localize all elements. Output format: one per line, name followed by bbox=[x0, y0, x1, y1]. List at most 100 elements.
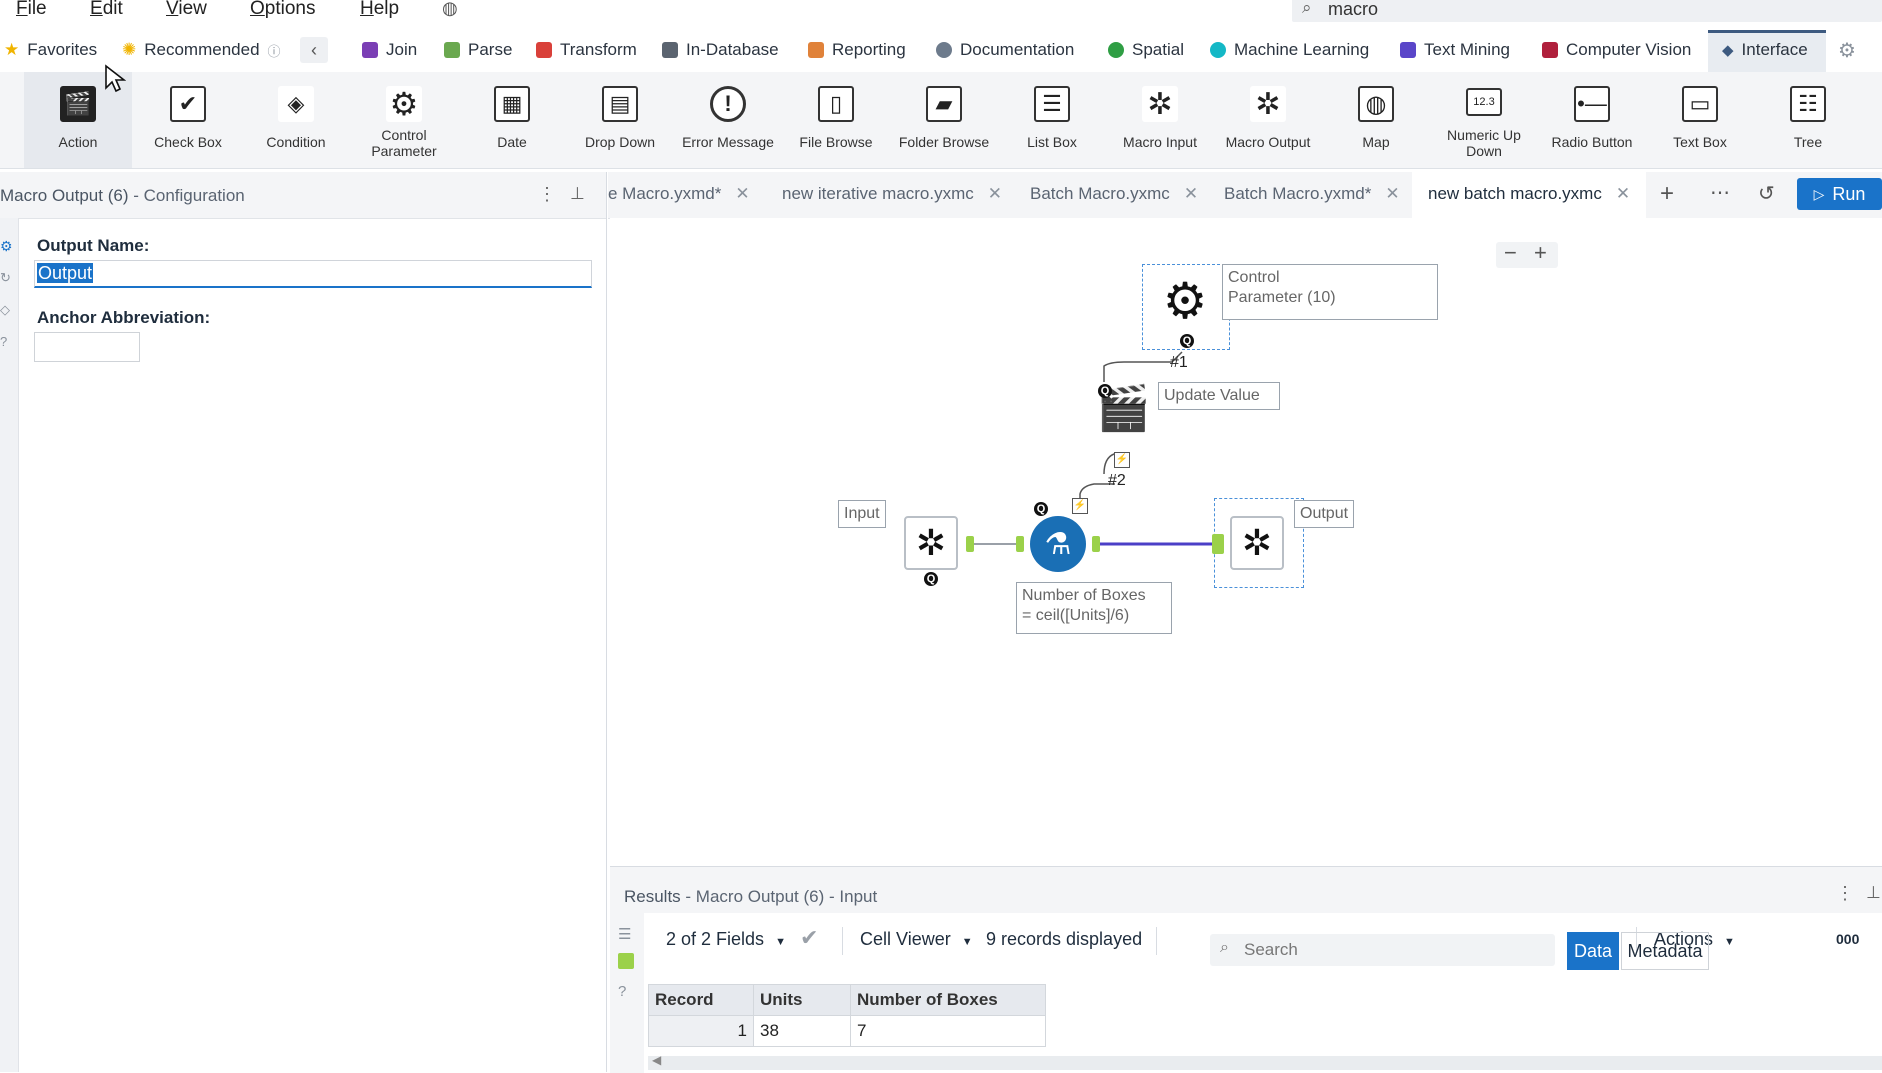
tool-control-parameter[interactable]: ⚙ Control Parameter bbox=[350, 72, 458, 168]
cell-record[interactable]: 1 bbox=[648, 1015, 754, 1047]
run-button[interactable]: ▷ Run bbox=[1797, 178, 1882, 210]
menu-options[interactable]: Options bbox=[250, 0, 316, 19]
category-transform[interactable]: Transform bbox=[536, 40, 637, 60]
zoom-in-icon[interactable]: + bbox=[1534, 240, 1547, 265]
control-parameter-tool[interactable]: ⚙ bbox=[1158, 274, 1212, 328]
cell-units[interactable]: 38 bbox=[753, 1015, 851, 1047]
list-icon[interactable]: ☰ bbox=[618, 926, 632, 943]
more-options-icon[interactable]: ⋮ bbox=[538, 184, 556, 204]
tool-check-box[interactable]: ✔ Check Box bbox=[134, 72, 242, 168]
tool-text-box[interactable]: ▭ Text Box bbox=[1646, 72, 1754, 168]
question-anchor-icon[interactable]: Q bbox=[1034, 502, 1048, 516]
tool-numeric-up-down[interactable]: 12.3 Numeric Up Down bbox=[1430, 72, 1538, 168]
column-header-units[interactable]: Units bbox=[753, 984, 851, 1016]
category-documentation[interactable]: Documentation bbox=[936, 40, 1074, 60]
actions-dropdown[interactable]: Actions ▼ bbox=[1654, 929, 1735, 950]
macro-input-tool[interactable]: ✲ bbox=[904, 516, 958, 570]
checkmark-icon[interactable]: ✔ bbox=[800, 925, 819, 950]
tab-new-batch-macro[interactable]: new batch macro.yxmc✕ bbox=[1412, 172, 1647, 218]
help-icon[interactable]: ? bbox=[618, 983, 627, 1000]
metadata-button[interactable]: Metadata bbox=[1621, 932, 1709, 970]
category-text-mining[interactable]: Text Mining bbox=[1400, 40, 1510, 60]
fields-dropdown[interactable]: 2 of 2 Fields ▼ bbox=[666, 929, 786, 950]
pin-icon[interactable]: ⊥ bbox=[570, 184, 585, 203]
global-search-input[interactable]: ⌕ macro bbox=[1292, 0, 1882, 22]
formula-tool[interactable]: ⚗ bbox=[1030, 516, 1086, 572]
macro-output-tool[interactable]: ✲ bbox=[1230, 516, 1284, 570]
more-tabs-icon[interactable]: ⋯ bbox=[1710, 182, 1730, 204]
tool-condition[interactable]: ◈ Condition bbox=[242, 72, 350, 168]
tag-icon[interactable]: ◇ bbox=[0, 302, 10, 317]
tool-error-message[interactable]: ! Error Message bbox=[674, 72, 782, 168]
gear-icon[interactable]: ⚙ bbox=[0, 238, 13, 254]
category-computer-vision[interactable]: Computer Vision bbox=[1542, 40, 1691, 60]
history-icon[interactable]: ↻ bbox=[0, 270, 11, 285]
anchor-abbreviation-input[interactable] bbox=[34, 332, 140, 362]
search-icon: ⌕ bbox=[1302, 0, 1312, 17]
results-search-input[interactable]: ⌕ Search bbox=[1210, 934, 1555, 966]
help-icon[interactable]: ? bbox=[0, 334, 8, 349]
cell-number-of-boxes[interactable]: 7 bbox=[850, 1015, 1046, 1047]
input-anchor[interactable] bbox=[1016, 536, 1024, 552]
tab-batch-macro-yxmc[interactable]: Batch Macro.yxmc✕ bbox=[1030, 184, 1198, 204]
zoom-out-icon[interactable]: − bbox=[1504, 240, 1517, 265]
column-header-number-of-boxes[interactable]: Number of Boxes bbox=[850, 984, 1046, 1016]
data-button[interactable]: Data bbox=[1567, 932, 1619, 970]
tool-tree[interactable]: ☷ Tree bbox=[1754, 72, 1862, 168]
decimal-format-icon[interactable]: 000 bbox=[1836, 931, 1860, 947]
category-reporting[interactable]: Reporting bbox=[808, 40, 906, 60]
close-icon[interactable]: ✕ bbox=[1615, 184, 1631, 203]
close-icon[interactable]: ✕ bbox=[735, 184, 750, 203]
workflow-canvas[interactable]: − + ⚙ Q Control Parameter (10) #1 🎬 Q Up… bbox=[610, 218, 1882, 866]
pin-icon[interactable]: ⊥ bbox=[1866, 883, 1881, 902]
category-join[interactable]: Join bbox=[362, 40, 417, 60]
tool-list-box[interactable]: ☰ List Box bbox=[998, 72, 1106, 168]
category-spatial[interactable]: Spatial bbox=[1108, 40, 1184, 60]
question-anchor-icon[interactable]: Q bbox=[1180, 334, 1194, 348]
tool-macro-input[interactable]: ✲ Macro Input bbox=[1106, 72, 1214, 168]
tool-date[interactable]: ▦ Date bbox=[458, 72, 566, 168]
tab-batch-macro-yxmd[interactable]: Batch Macro.yxmd*✕ bbox=[1224, 184, 1400, 204]
info-icon[interactable]: ⓘ bbox=[267, 43, 281, 59]
horizontal-scrollbar[interactable]: ◀ bbox=[648, 1053, 1882, 1070]
menu-edit[interactable]: Edit bbox=[90, 0, 123, 19]
menu-help[interactable]: Help bbox=[360, 0, 400, 19]
category-interface[interactable]: ◆ Interface bbox=[1708, 30, 1826, 72]
tool-file-browse[interactable]: ▯ File Browse bbox=[782, 72, 890, 168]
scroll-left-button[interactable]: ‹ bbox=[300, 37, 328, 63]
category-in-database[interactable]: In-Database bbox=[662, 40, 779, 60]
tool-radio-button[interactable]: •— Radio Button bbox=[1538, 72, 1646, 168]
globe-icon[interactable]: ◍ bbox=[442, 0, 458, 18]
category-favorites[interactable]: ★ Favorites bbox=[4, 40, 97, 60]
lightning-anchor-icon[interactable]: ⚡ bbox=[1114, 452, 1130, 468]
tool-macro-output[interactable]: ✲ Macro Output bbox=[1214, 72, 1322, 168]
output-name-input[interactable]: Output bbox=[34, 260, 592, 288]
question-anchor-icon[interactable]: Q bbox=[924, 572, 938, 586]
category-machine-learning[interactable]: Machine Learning bbox=[1210, 40, 1369, 60]
category-recommended[interactable]: ✺ Recommended ⓘ bbox=[122, 40, 281, 60]
close-icon[interactable]: ✕ bbox=[987, 184, 1003, 203]
column-header-record[interactable]: Record bbox=[648, 984, 754, 1016]
category-parse[interactable]: Parse bbox=[444, 40, 512, 60]
input-anchor[interactable] bbox=[1212, 534, 1224, 554]
menu-view[interactable]: View bbox=[166, 0, 207, 19]
output-anchor[interactable] bbox=[966, 536, 974, 552]
tab-new-iterative-macro[interactable]: new iterative macro.yxmc✕ bbox=[782, 184, 1002, 204]
tab-macro-yxmd[interactable]: e Macro.yxmd*✕ bbox=[608, 184, 750, 204]
menu-file[interactable]: File bbox=[16, 0, 47, 19]
question-anchor-icon[interactable]: Q bbox=[1098, 384, 1112, 398]
gear-icon[interactable]: ⚙ bbox=[1838, 40, 1856, 62]
close-icon[interactable]: ✕ bbox=[1183, 184, 1199, 203]
tool-map[interactable]: ◍ Map bbox=[1322, 72, 1430, 168]
output-anchor[interactable] bbox=[1092, 536, 1100, 552]
cell-viewer-dropdown[interactable]: Cell Viewer ▼ bbox=[860, 929, 973, 950]
tool-folder-browse[interactable]: ▰ Folder Browse bbox=[890, 72, 998, 168]
close-icon[interactable]: ✕ bbox=[1385, 184, 1400, 203]
anchor-select-icon[interactable] bbox=[618, 953, 634, 969]
lightning-anchor-icon[interactable]: ⚡ bbox=[1072, 498, 1088, 514]
new-tab-icon[interactable]: + bbox=[1660, 180, 1675, 207]
scroll-left-icon[interactable]: ◀ bbox=[652, 1053, 662, 1067]
more-options-icon[interactable]: ⋮ bbox=[1836, 883, 1854, 903]
history-icon[interactable]: ↺ bbox=[1758, 183, 1775, 205]
tool-drop-down[interactable]: ▤ Drop Down bbox=[566, 72, 674, 168]
